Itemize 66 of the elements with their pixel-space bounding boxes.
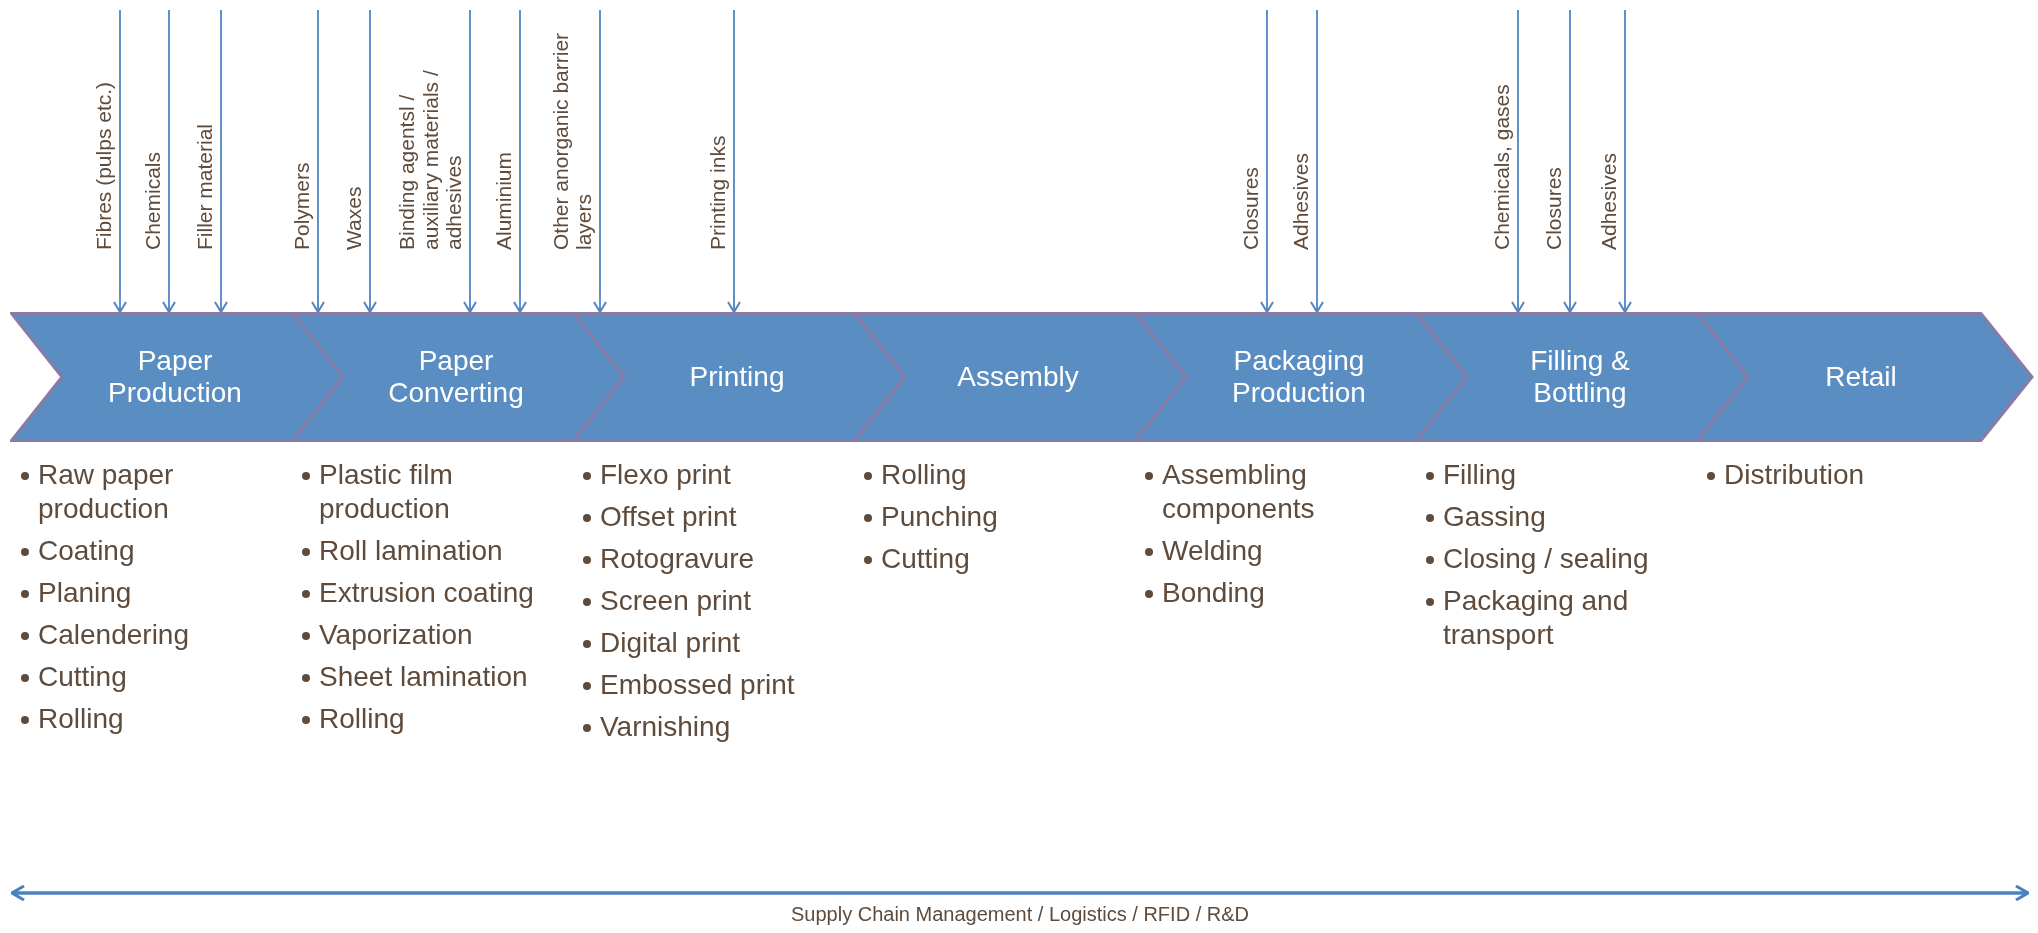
list-text: Rolling [319, 703, 405, 734]
edge-label: Chemicals, gases [1490, 83, 1514, 250]
list-text: Coating [38, 535, 135, 566]
arrow [311, 9, 325, 313]
arrow [1260, 9, 1274, 313]
list-text: Gassing [1443, 501, 1546, 532]
arrow [1310, 9, 1324, 313]
stage-title: Assembly [957, 360, 1079, 394]
list-text: Assembling components [1162, 459, 1315, 524]
list-text: Flexo print [600, 459, 731, 490]
arrow [363, 9, 377, 313]
edge-label: Closures [1239, 166, 1263, 250]
stage-title: Paper Converting [387, 344, 525, 410]
arrow [593, 9, 607, 313]
edge-label: Closures [1542, 166, 1566, 250]
arrow [113, 9, 127, 313]
edge-label: Adhesives [1597, 152, 1621, 250]
span-label: Supply Chain Management / Logistics / RFID / R&D [791, 903, 1249, 926]
list-text: Plastic film production [319, 459, 453, 524]
list-text: Packaging and transport [1443, 585, 1629, 650]
list-text: Closing / sealing [1443, 543, 1649, 574]
edge-label: Binding agentsl / auxiliary materials / adhesives [395, 69, 466, 250]
stage-title: Packaging Production [1231, 344, 1367, 410]
list-text: Welding [1162, 535, 1263, 566]
list-text: Embossed print [600, 669, 795, 700]
edge-label: Aluminium [492, 150, 516, 250]
edge-label: Printing inks [706, 134, 730, 250]
list-text: Rolling [38, 703, 124, 734]
list-text: Cutting [881, 543, 970, 574]
list-text: Distribution [1724, 459, 1865, 490]
list-text: Bonding [1162, 577, 1265, 608]
list-text: Vaporization [319, 619, 473, 650]
list-text: Sheet lamination [319, 661, 528, 692]
list-text: Filling [1443, 459, 1517, 490]
arrow [513, 9, 527, 313]
list-text: Roll lamination [319, 535, 503, 566]
arrow [1511, 9, 1525, 313]
list-text: Rolling [881, 459, 967, 490]
list-text: Punching [881, 501, 998, 532]
list-text: Calendering [38, 619, 189, 650]
edge-label: Adhesives [1289, 152, 1313, 250]
list-text: Offset print [600, 501, 737, 532]
arrow [463, 9, 477, 313]
stage-title: Paper Production [107, 344, 243, 410]
stage-title: Printing [689, 360, 785, 394]
edge-label: Polymers [290, 161, 314, 250]
edge-label: Fibres (pulps etc.) [92, 80, 116, 250]
edge-label: Other anorganic barrier layers [548, 31, 596, 250]
list-text: Rotogravure [600, 543, 755, 574]
arrow [162, 9, 176, 313]
arrow [214, 9, 228, 313]
list-text: Digital print [600, 627, 741, 658]
list-text: Cutting [38, 661, 127, 692]
arrow [1563, 9, 1577, 313]
list-text: Planing [38, 577, 132, 608]
list-text: Screen print [600, 585, 751, 616]
edge-label: Filler material [193, 122, 217, 250]
stage-title: Retail [1825, 360, 1897, 394]
list-text: Extrusion coating [319, 577, 534, 608]
list-text: Raw paper production [38, 459, 174, 524]
edge-label: Waxes [342, 185, 366, 250]
stage-title: Filling & Bottling [1529, 344, 1631, 410]
list-text: Varnishing [600, 711, 731, 742]
edge-label: Chemicals [141, 150, 165, 250]
arrow [1618, 9, 1632, 313]
arrow [727, 9, 741, 313]
